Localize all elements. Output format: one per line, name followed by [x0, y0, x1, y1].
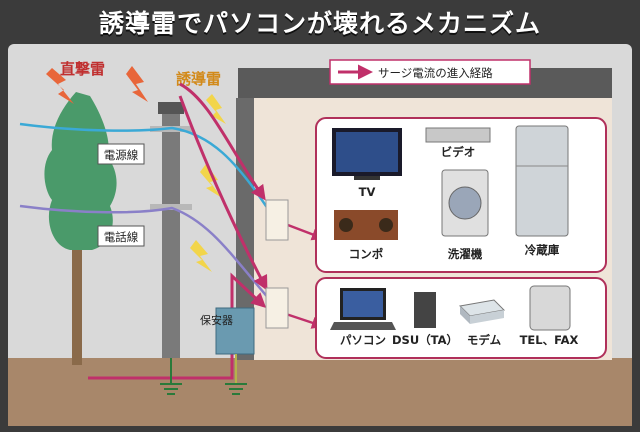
direct-bolt-1 — [46, 68, 74, 104]
phone-appliance-label-3: TEL、FAX — [520, 333, 579, 347]
direct-strike-label: 直撃雷 — [60, 60, 105, 78]
power-line-tag: 電源線 — [97, 143, 145, 165]
phone-wire — [19, 204, 271, 301]
direct-bolt-2 — [126, 66, 148, 102]
washing-machine-icon — [441, 169, 489, 237]
laptop-icon — [330, 288, 396, 330]
page-title: 誘導雷でパソコンが壊れるメカニズム — [98, 9, 541, 38]
protector: 保安器 — [200, 307, 255, 355]
legend-label: サージ電流の進入経路 — [378, 66, 493, 80]
power-appliance-label-1: ビデオ — [441, 145, 476, 159]
phone-appliance-label-0: パソコン — [340, 333, 386, 347]
phone-appliance-label-1: DSU（TA） — [392, 333, 458, 347]
induced-bolt-1 — [206, 94, 226, 124]
lightning-bolts — [46, 66, 226, 272]
phone-line-label: 電話線 — [104, 230, 139, 244]
power-line-label: 電源線 — [104, 148, 139, 162]
induced-strike-label: 誘導雷 — [176, 70, 221, 88]
phone-line-tag: 電話線 — [97, 225, 145, 247]
modem-icon — [458, 299, 506, 324]
ground-symbols — [160, 354, 247, 395]
phone-icon — [529, 285, 571, 331]
protector-label: 保安器 — [200, 313, 233, 327]
legend: サージ電流の進入経路 — [329, 59, 531, 85]
phone-appliance-label-2: モデム — [467, 333, 502, 347]
power-wire — [19, 122, 272, 213]
power-outlet — [265, 199, 289, 241]
power-appliance-label-4: 洗濯機 — [448, 247, 483, 261]
induced-bolt-2 — [200, 164, 222, 198]
power-appliance-label-0: TV — [359, 185, 376, 199]
stereo-icon — [334, 210, 398, 240]
power-appliance-label-3: コンポ — [349, 247, 384, 261]
video-deck-icon — [425, 127, 491, 143]
refrigerator-icon — [515, 125, 569, 237]
phone-jack — [265, 287, 289, 329]
induced-bolt-3 — [190, 240, 212, 272]
ground — [8, 358, 632, 426]
tv-icon — [332, 128, 402, 180]
power-appliance-label-2: 冷蔵庫 — [525, 243, 560, 257]
dsu-icon — [414, 292, 436, 328]
